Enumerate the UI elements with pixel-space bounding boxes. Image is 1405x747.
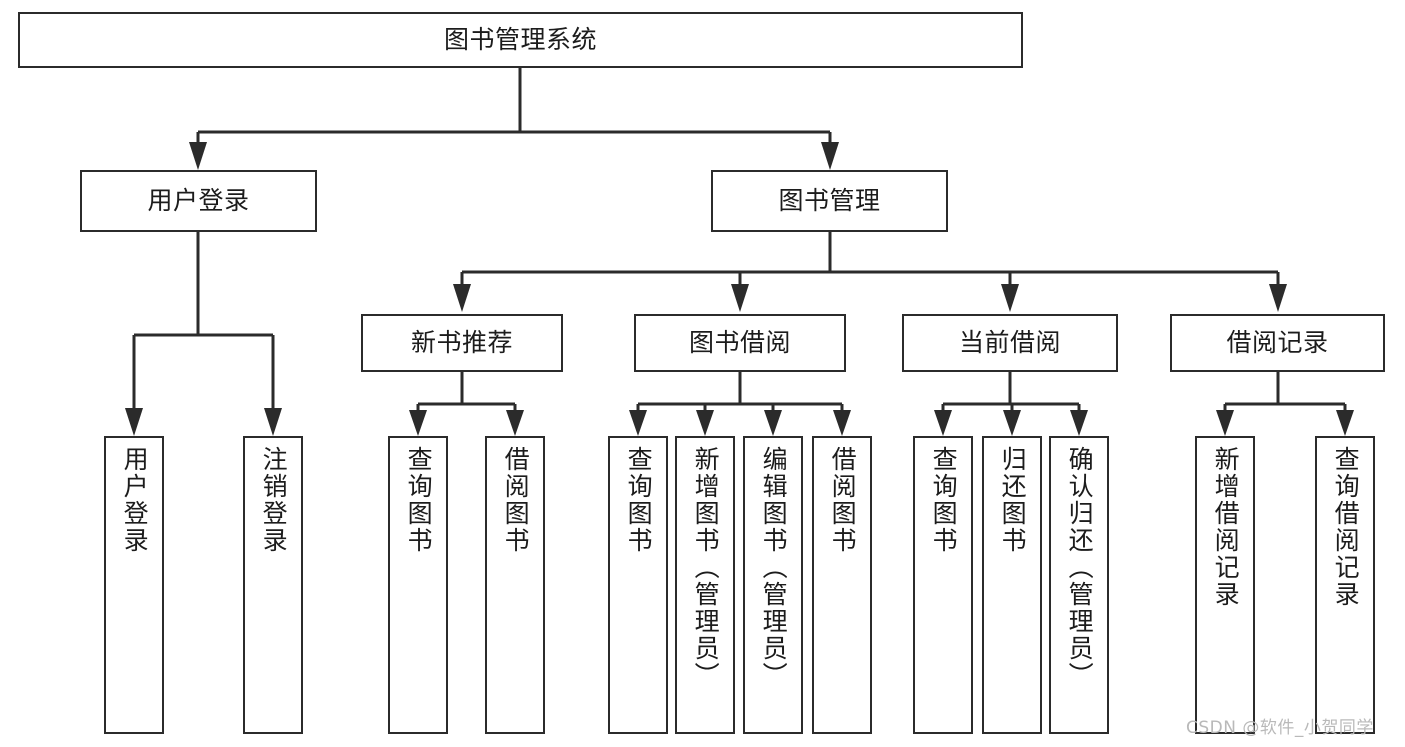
arrowhead-borrow-leaf1 bbox=[629, 410, 647, 436]
arrowhead-new-book-leaf1 bbox=[409, 410, 427, 436]
arrowhead-borrow-leaf4 bbox=[833, 410, 851, 436]
arrowhead-record-leaf1 bbox=[1216, 410, 1234, 436]
arrowhead-current-leaf2 bbox=[1003, 410, 1021, 436]
node-borrow-record-label: 借阅记录 bbox=[1226, 328, 1329, 357]
leaf-current-confirm-return[interactable]: 确认归还（管理员） bbox=[1049, 436, 1109, 734]
arrowhead-record bbox=[1269, 284, 1287, 312]
leaf-borrow-edit-book-label: 编辑图书（管理员） bbox=[759, 446, 789, 689]
node-book-borrow[interactable]: 图书借阅 bbox=[634, 314, 846, 372]
leaf-borrow-add-book[interactable]: 新增图书（管理员） bbox=[675, 436, 735, 734]
leaf-record-query-label: 查询借阅记录 bbox=[1331, 446, 1361, 608]
leaf-current-confirm-return-label: 确认归还（管理员） bbox=[1065, 446, 1095, 689]
leaf-record-query[interactable]: 查询借阅记录 bbox=[1315, 436, 1375, 734]
arrowhead-user-login bbox=[189, 142, 207, 170]
leaf-borrow-query[interactable]: 查询图书 bbox=[608, 436, 668, 734]
arrowhead-borrow-leaf3 bbox=[764, 410, 782, 436]
leaf-current-return-label: 归还图书 bbox=[998, 446, 1028, 554]
node-book-management[interactable]: 图书管理 bbox=[711, 170, 948, 232]
csdn-watermark: CSDN @软件_小贺同学 bbox=[1186, 718, 1374, 738]
node-book-borrow-label: 图书借阅 bbox=[688, 328, 791, 357]
leaf-borrow-borrow-book[interactable]: 借阅图书 bbox=[812, 436, 872, 734]
arrowhead-current-leaf1 bbox=[934, 410, 952, 436]
node-new-book-recommend-label: 新书推荐 bbox=[410, 328, 513, 357]
arrowhead-user-login-leaf1 bbox=[125, 408, 143, 436]
node-current-borrow[interactable]: 当前借阅 bbox=[902, 314, 1118, 372]
leaf-new-book-borrow-label: 借阅图书 bbox=[501, 446, 531, 554]
arrowhead-new-book-leaf2 bbox=[506, 410, 524, 436]
leaf-borrow-query-label: 查询图书 bbox=[624, 446, 654, 554]
leaf-current-query[interactable]: 查询图书 bbox=[913, 436, 973, 734]
node-borrow-record[interactable]: 借阅记录 bbox=[1170, 314, 1385, 372]
node-user-login[interactable]: 用户登录 bbox=[80, 170, 317, 232]
node-user-login-label: 用户登录 bbox=[147, 186, 250, 215]
node-current-borrow-label: 当前借阅 bbox=[958, 328, 1061, 357]
leaf-current-return[interactable]: 归还图书 bbox=[982, 436, 1042, 734]
arrowhead-new-book bbox=[453, 284, 471, 312]
leaf-record-add[interactable]: 新增借阅记录 bbox=[1195, 436, 1255, 734]
arrowhead-record-leaf2 bbox=[1336, 410, 1354, 436]
leaf-user-login-login[interactable]: 用户登录 bbox=[104, 436, 164, 734]
leaf-borrow-edit-book[interactable]: 编辑图书（管理员） bbox=[743, 436, 803, 734]
arrowhead-borrow bbox=[731, 284, 749, 312]
node-root-label: 图书管理系统 bbox=[443, 25, 597, 54]
leaf-user-login-logout-label: 注销登录 bbox=[259, 446, 289, 554]
arrowhead-current bbox=[1001, 284, 1019, 312]
node-book-management-label: 图书管理 bbox=[778, 186, 881, 215]
leaf-borrow-borrow-book-label: 借阅图书 bbox=[828, 446, 858, 554]
leaf-borrow-add-book-label: 新增图书（管理员） bbox=[691, 446, 721, 689]
arrowhead-borrow-leaf2 bbox=[696, 410, 714, 436]
leaf-new-book-borrow[interactable]: 借阅图书 bbox=[485, 436, 545, 734]
leaf-user-login-login-label: 用户登录 bbox=[120, 446, 150, 554]
arrowhead-book-mgmt bbox=[821, 142, 839, 170]
node-root[interactable]: 图书管理系统 bbox=[18, 12, 1023, 68]
arrowhead-user-login-leaf2 bbox=[264, 408, 282, 436]
node-new-book-recommend[interactable]: 新书推荐 bbox=[361, 314, 563, 372]
leaf-new-book-query[interactable]: 查询图书 bbox=[388, 436, 448, 734]
leaf-user-login-logout[interactable]: 注销登录 bbox=[243, 436, 303, 734]
leaf-new-book-query-label: 查询图书 bbox=[404, 446, 434, 554]
leaf-current-query-label: 查询图书 bbox=[929, 446, 959, 554]
arrowhead-current-leaf3 bbox=[1070, 410, 1088, 436]
leaf-record-add-label: 新增借阅记录 bbox=[1211, 446, 1241, 608]
